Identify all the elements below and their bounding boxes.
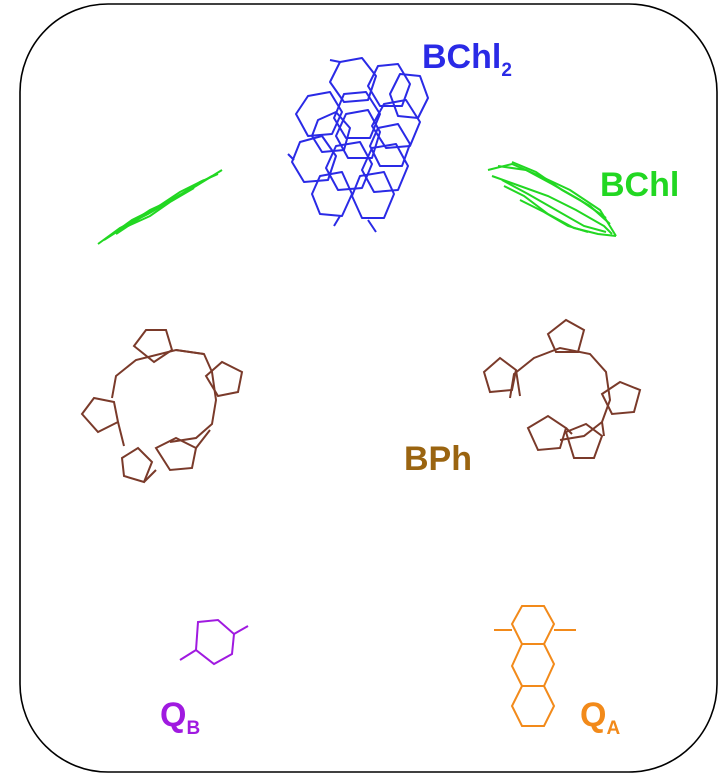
label-qb-sub: B [186, 718, 201, 739]
label-qa-main: Q [580, 696, 607, 734]
bph-right-structure [482, 318, 642, 459]
bchl-accessory-left-structure [97, 169, 223, 245]
bchl2-special-pair-structure [287, 57, 429, 233]
qb-quinone-structure [179, 618, 249, 666]
label-bph: BPh [404, 440, 472, 478]
label-qa: QA [580, 696, 620, 738]
qa-quinone-structure [494, 605, 576, 727]
label-qa-sub: A [606, 718, 621, 739]
label-bchl2-main: BChl [422, 38, 502, 76]
label-bchl2: BChl2 [422, 38, 512, 80]
label-qb: QB [160, 696, 200, 738]
label-qb-main: Q [160, 696, 187, 734]
bchl-accessory-right-structure [487, 161, 617, 237]
label-bchl: BChl [600, 166, 680, 204]
bph-left-structure [80, 329, 244, 484]
frame-border [19, 3, 718, 773]
label-bchl2-sub: 2 [501, 60, 512, 81]
